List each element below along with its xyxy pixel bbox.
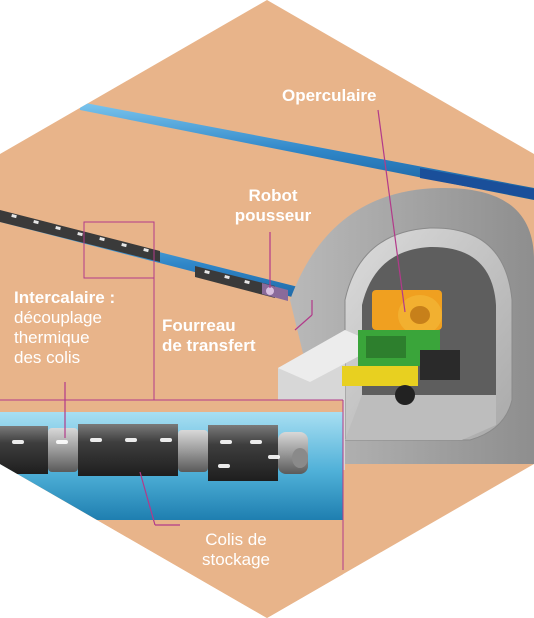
leader-lines bbox=[64, 109, 406, 526]
label-fourreau-transfert: Fourreau de transfert bbox=[162, 316, 256, 355]
zoom-connectors bbox=[0, 221, 344, 570]
zoom-inset-frame bbox=[0, 400, 343, 618]
label-robot-pousseur: Robot pousseur bbox=[234, 186, 312, 225]
operculaire-machine bbox=[342, 290, 460, 405]
label-intercalaire: Intercalaire : découplage thermique des … bbox=[14, 288, 116, 367]
label-colis-stockage: Colis de stockage bbox=[201, 530, 271, 569]
storage-tube-with-canisters bbox=[0, 210, 370, 317]
label-operculaire: Operculaire bbox=[282, 86, 377, 105]
upper-transfer-tube bbox=[80, 102, 534, 200]
